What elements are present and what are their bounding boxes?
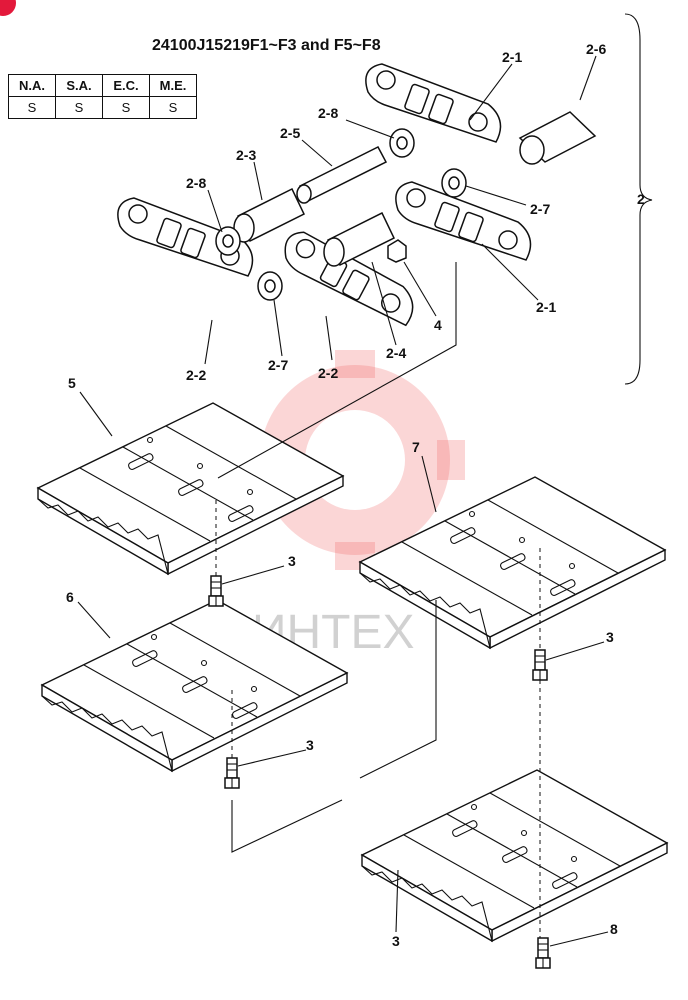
callout-2-7-right: 2-7: [530, 201, 550, 217]
region-header-sa: S.A.: [55, 74, 103, 97]
pin-2-5: [296, 146, 388, 204]
region-value-ec: S: [102, 96, 150, 119]
callout-8: 3: [392, 933, 400, 949]
corner-badge: [0, 0, 16, 16]
callout-2-1-right: 2-1: [536, 299, 556, 315]
shoe-plate-8: [361, 769, 668, 942]
callout-2-1-upper: 2-1: [502, 49, 522, 65]
region-value-sa: S: [55, 96, 103, 119]
callout-2-8-left: 2-8: [186, 175, 206, 191]
assembly-lines: [215, 262, 541, 938]
callout-3-b: 3: [606, 629, 614, 645]
callout-3-a: 3: [288, 553, 296, 569]
link-right: [395, 181, 532, 261]
region-value-me: S: [149, 96, 197, 119]
region-table: N.A. S.A. E.C. M.E. S S S S: [8, 74, 197, 119]
callout-2-2-left: 2-2: [186, 367, 206, 383]
region-value-na: S: [8, 96, 56, 119]
callout-7: 7: [412, 439, 420, 455]
assembly-brace: [624, 13, 653, 385]
region-header-row: N.A. S.A. E.C. M.E.: [8, 74, 197, 97]
callout-4: 4: [434, 317, 442, 333]
pin-2-6: [518, 111, 597, 165]
bolt-3-a: [208, 575, 224, 607]
region-value-row: S S S S: [8, 96, 197, 119]
callout-2-8-upper: 2-8: [318, 105, 338, 121]
region-header-me: M.E.: [149, 74, 197, 97]
washer-2-8-left: [215, 226, 241, 256]
washer-2-8-upper: [389, 128, 415, 158]
washer-2-7-right: [441, 168, 467, 198]
callout-5: 5: [68, 375, 76, 391]
bolt-3-b: [532, 649, 548, 681]
callout-6: 6: [66, 589, 74, 605]
callout-3-d: 8: [610, 921, 618, 937]
callout-2: 2: [637, 191, 645, 207]
callout-2-6: 2-6: [586, 41, 606, 57]
callout-2-7-left: 2-7: [268, 357, 288, 373]
callout-2-5: 2-5: [280, 125, 300, 141]
bushing-2-4: [323, 211, 395, 267]
callout-2-4: 2-4: [386, 345, 406, 361]
region-header-na: N.A.: [8, 74, 56, 97]
nut-4: [387, 239, 407, 263]
region-header-ec: E.C.: [102, 74, 150, 97]
washer-2-7-left: [257, 271, 283, 301]
leader-lines: [77, 55, 609, 947]
link-upper: [365, 63, 502, 143]
diagram-title: 24100J15219F1~F3 and F5~F8: [152, 37, 381, 54]
bolt-3-c: [224, 757, 240, 789]
bolt-3-d: [535, 937, 551, 969]
callout-2-2-middle: 2-2: [318, 365, 338, 381]
callout-3-c: 3: [306, 737, 314, 753]
callout-2-3: 2-3: [236, 147, 256, 163]
